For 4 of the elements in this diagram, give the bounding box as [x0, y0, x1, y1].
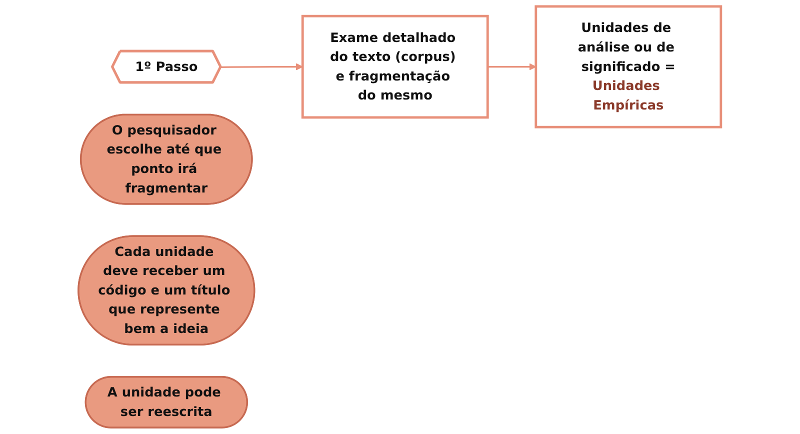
node-box: Unidades de análise ou de significado = Unidades Empíricas [535, 5, 722, 128]
arrow [488, 63, 537, 70]
arrow [221, 63, 304, 70]
node-box: Exame detalhado do texto (corpus) e fragmentação do mesmo [302, 14, 490, 119]
